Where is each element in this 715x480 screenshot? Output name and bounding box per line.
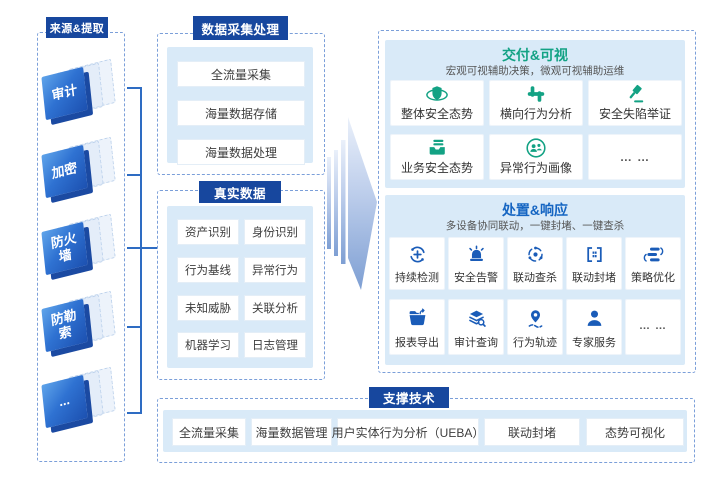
collection-header: 数据采集处理 xyxy=(193,16,288,40)
response-card: 策略优化 xyxy=(625,237,681,290)
strategy-icon xyxy=(626,238,680,272)
export-report-icon xyxy=(390,300,444,337)
collection-item: 海量数据存储 xyxy=(177,100,305,126)
delivery-card: 安全失陷举证 xyxy=(588,80,682,126)
response-card-label: 联动查杀 xyxy=(513,271,557,284)
source-header: 来源&提取 xyxy=(46,17,108,38)
support-item: 海量数据管理 xyxy=(251,418,332,446)
realdata-item: 行为基线 xyxy=(177,257,239,283)
response-card-label: 行为轨迹 xyxy=(513,336,557,349)
connector-to-middle xyxy=(142,247,158,249)
delivery-card-label: 整体安全态势 xyxy=(400,106,473,121)
trajectory-icon xyxy=(508,300,562,337)
ellipsis-label: … … xyxy=(619,149,651,164)
linkage-scan-icon xyxy=(508,238,562,272)
realdata-item: 关联分析 xyxy=(244,295,306,321)
realdata-item: 日志管理 xyxy=(244,332,306,358)
response-card-label: 报表导出 xyxy=(395,336,439,349)
response-card: 报表导出 xyxy=(389,299,445,355)
source-cube-firewall: 防火 墙 xyxy=(40,213,118,283)
response-card: 安全告警 xyxy=(448,237,504,290)
delivery-card-label: 异常行为画像 xyxy=(499,160,572,175)
response-card-label: 联动封堵 xyxy=(572,271,616,284)
gavel-icon xyxy=(589,81,681,107)
ellipsis-label: … … xyxy=(638,320,668,333)
response-card-label: 审计查询 xyxy=(454,336,498,349)
realdata-header: 真实数据 xyxy=(199,181,281,203)
delivery-title: 交付&可视 xyxy=(501,47,569,63)
connector-stub xyxy=(127,174,142,176)
response-card-more: … … xyxy=(625,299,681,355)
realdata-item: 身份识别 xyxy=(244,219,306,245)
support-header: 支撑技术 xyxy=(369,387,449,408)
collection-item: 全流量采集 xyxy=(177,61,305,87)
response-card: 持续检测 xyxy=(389,237,445,290)
delivery-card-label: 安全失陷举证 xyxy=(598,106,671,121)
shield-orbit-icon xyxy=(391,81,483,107)
response-card: 专家服务 xyxy=(566,299,622,355)
response-card-label: 专家服务 xyxy=(572,336,616,349)
response-subtitle: 多设备协同联动，一键封堵、一键查杀 xyxy=(445,220,625,232)
response-card-label: 持续检测 xyxy=(395,271,439,284)
connector-stub xyxy=(127,412,142,414)
flow-arrow xyxy=(327,117,377,290)
delivery-subtitle: 宏观可视辅助决策，微观可视辅助运维 xyxy=(445,65,625,77)
continuous-detect-icon xyxy=(390,238,444,272)
delivery-card-label: 横向行为分析 xyxy=(499,106,572,121)
delivery-card: 业务安全态势 xyxy=(390,134,484,180)
source-cube-more: ... xyxy=(40,366,118,436)
delivery-card-more: … … xyxy=(588,134,682,180)
alarm-icon xyxy=(449,238,503,272)
source-cube-antiransom: 防勒 索 xyxy=(40,290,118,360)
source-cube-encrypt: 加密 xyxy=(40,136,118,206)
connector-stub xyxy=(127,326,142,328)
connector-stub xyxy=(127,247,142,249)
realdata-item: 未知威胁 xyxy=(177,295,239,321)
realdata-item: 资产识别 xyxy=(177,219,239,245)
support-item: 联动封堵 xyxy=(484,418,580,446)
response-card: 审计查询 xyxy=(448,299,504,355)
delivery-card-label: 业务安全态势 xyxy=(400,160,473,175)
people-circle-icon xyxy=(490,135,582,161)
collection-item: 海量数据处理 xyxy=(177,139,305,165)
expert-icon xyxy=(567,300,621,337)
connector-bus xyxy=(140,87,142,414)
response-card: 行为轨迹 xyxy=(507,299,563,355)
tray-lines-icon xyxy=(391,135,483,161)
support-item: 态势可视化 xyxy=(586,418,684,446)
support-item: 全流量采集 xyxy=(172,418,246,446)
delivery-card: 整体安全态势 xyxy=(390,80,484,126)
delivery-card: 横向行为分析 xyxy=(489,80,583,126)
audit-query-icon xyxy=(449,300,503,337)
source-cube-audit: 审计 xyxy=(40,58,118,128)
response-card-label: 策略优化 xyxy=(631,271,675,284)
delivery-card: 异常行为画像 xyxy=(489,134,583,180)
realdata-item: 异常行为 xyxy=(244,257,306,283)
response-title: 处置&响应 xyxy=(501,202,569,218)
connector-stub xyxy=(127,87,142,89)
support-item: 用户实体行为分析（UEBA） xyxy=(332,418,484,446)
response-card: 联动查杀 xyxy=(507,237,563,290)
response-card: 联动封堵 xyxy=(566,237,622,290)
response-card-label: 安全告警 xyxy=(454,271,498,284)
realdata-item: 机器学习 xyxy=(177,332,239,358)
linkage-block-icon xyxy=(567,238,621,272)
lateral-bars-icon xyxy=(490,81,582,107)
